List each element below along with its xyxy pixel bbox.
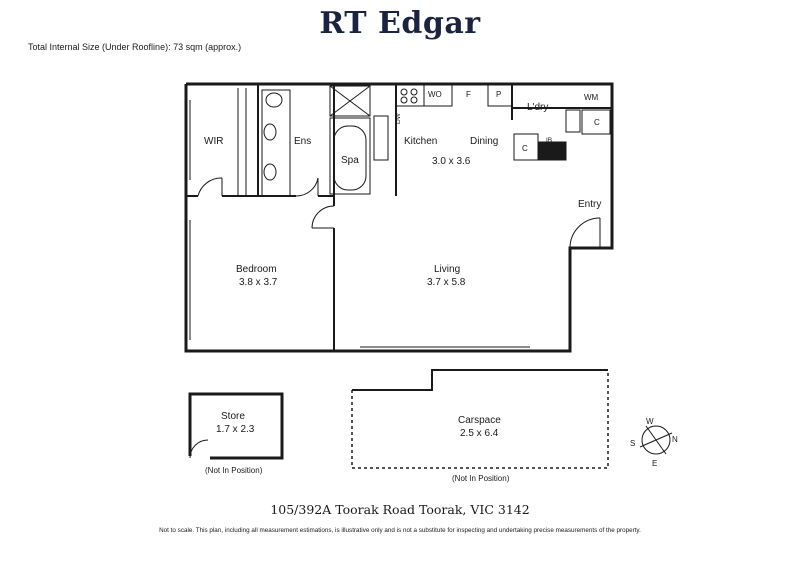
shower-spa <box>329 85 389 195</box>
ensuite-fixtures <box>261 89 291 197</box>
compass-s: S <box>630 439 635 448</box>
carspace-dimensions: 2.5 x 6.4 <box>460 428 499 439</box>
internal-size-note: Total Internal Size (Under Roofline): 73… <box>28 42 242 52</box>
store-label: Store <box>221 411 245 422</box>
p-label: P <box>496 90 501 99</box>
ens-label: Ens <box>294 136 311 147</box>
store-dimensions: 1.7 x 2.3 <box>216 424 255 435</box>
f-label: F <box>466 90 471 99</box>
store-outline <box>188 392 284 460</box>
carspace-label: Carspace <box>458 415 501 426</box>
bedroom-dimensions: 3.8 x 3.7 <box>239 277 278 288</box>
kitchen-fixtures <box>395 83 513 107</box>
property-address: 105/392A Toorak Road Toorak, VIC 3142 <box>270 502 530 517</box>
cupboard-label-2: C <box>522 144 528 153</box>
bedroom-label: Bedroom <box>236 264 277 275</box>
compass-n: N <box>672 435 678 444</box>
laundry-fixtures <box>513 109 611 161</box>
dining-label: Dining <box>470 136 498 147</box>
store-not-in-position: (Not In Position) <box>205 466 263 475</box>
wm-label: WM <box>584 93 599 102</box>
entry-label: Entry <box>578 199 601 210</box>
ib-label: IB <box>546 137 552 144</box>
basin-icon-2 <box>263 163 277 181</box>
living-label: Living <box>434 264 460 275</box>
wo-label: WO <box>428 90 442 99</box>
living-dimensions: 3.7 x 5.8 <box>427 277 466 288</box>
compass-icon <box>639 425 673 455</box>
carspace-outline <box>351 369 609 469</box>
compass-e: E <box>652 459 657 468</box>
spa-label: Spa <box>341 155 359 166</box>
toilet-icon <box>265 92 283 108</box>
disclaimer-text: Not to scale. This plan, including all m… <box>159 527 641 534</box>
basin-icon <box>263 123 277 141</box>
compass-w: W <box>646 417 654 426</box>
kitchen-label: Kitchen <box>404 136 437 147</box>
kitchen-dimensions: 3.0 x 3.6 <box>432 156 471 167</box>
dw-label: DW <box>395 112 402 124</box>
laundry-label: L'dry <box>527 102 548 113</box>
wir-label: WIR <box>204 136 223 147</box>
windows <box>189 88 530 348</box>
cupboard-label-1: C <box>594 118 600 127</box>
brand-logo: RT Edgar <box>319 6 481 41</box>
carspace-not-in-position: (Not In Position) <box>452 474 510 483</box>
door-swings <box>197 177 601 249</box>
